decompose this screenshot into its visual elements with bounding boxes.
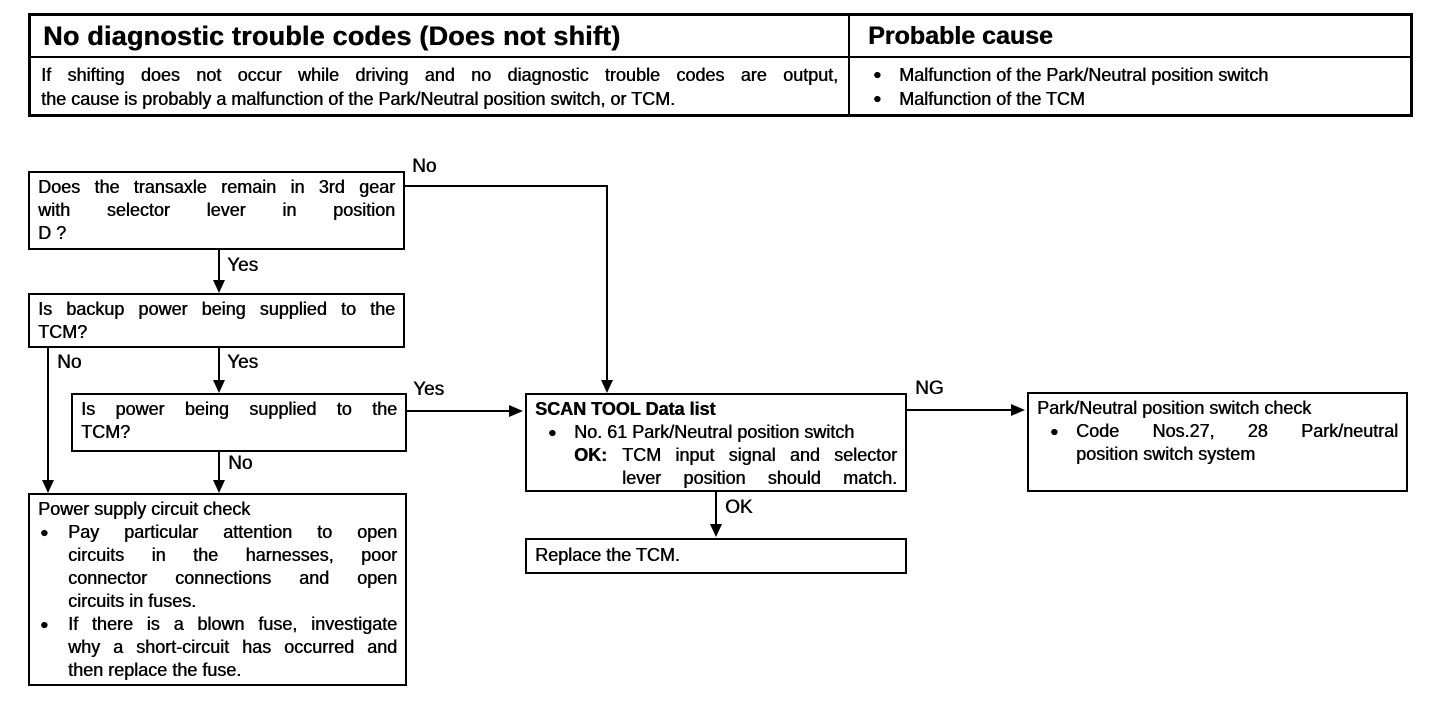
symptom-title: No diagnostic trouble codes (Does not sh… [31, 16, 850, 58]
connector-no2 [47, 348, 49, 483]
branch-label-no: No [57, 352, 82, 373]
arrowhead-down-icon [42, 480, 54, 493]
bullet-icon: ● [1050, 423, 1059, 439]
description-line: If shifting does not occur while driving… [41, 65, 838, 85]
bullet-icon: ● [873, 90, 882, 106]
decision-text-line: Does the transaxle remain in 3rd gear [38, 177, 395, 197]
action-bullet-item: ● No. 61 Park/Neutral position switch [535, 421, 897, 444]
arrowhead-right-icon [509, 405, 523, 417]
arrowhead-right-icon [1011, 404, 1025, 416]
decision-text-line: Is backup power being supplied to the [38, 299, 395, 319]
action-box-title: Power supply circuit check [38, 499, 251, 519]
action-bullet-item: ● Code Nos.27, 28 Park/neutral position … [1037, 420, 1398, 466]
branch-label-ng: NG [915, 378, 944, 399]
bullet-icon: ● [40, 524, 49, 540]
connector-no3 [218, 452, 220, 483]
decision-backup-power: Is backup power being supplied to the TC… [28, 293, 405, 348]
action-bullet-item: ● Pay particular attention to open circu… [38, 521, 397, 613]
decision-text-line: with selector lever in position [38, 200, 395, 220]
branch-label-yes: Yes [227, 255, 258, 276]
ok-condition-text: TCM input signal and selector lever posi… [622, 445, 897, 488]
arrowhead-down-icon [213, 480, 225, 493]
bullet-icon: ● [873, 66, 882, 82]
action-pn-switch-check: Park/Neutral position switch check ● Cod… [1027, 392, 1408, 492]
action-bullet-item: ● If there is a blown fuse, investigate … [38, 613, 397, 682]
bullet-icon: ● [40, 616, 49, 632]
action-box-title: Park/Neutral position switch check [1037, 398, 1312, 418]
bullet-icon: ● [548, 424, 557, 440]
connector-ok [715, 492, 717, 526]
action-replace-tcm: Replace the TCM. [525, 538, 907, 574]
decision-text-line: TCM? [81, 422, 130, 442]
probable-cause-item: ● Malfunction of the Park/Neutral positi… [860, 63, 1400, 87]
arrowhead-down-icon [213, 380, 225, 393]
action-bullet-text: If there is a blown fuse, investigate wh… [68, 614, 397, 680]
action-box-title: Replace the TCM. [535, 545, 680, 565]
ok-condition: OK: TCM input signal and selector lever … [574, 444, 897, 490]
probable-cause-text: Malfunction of the Park/Neutral position… [899, 65, 1269, 85]
action-bullet-text: No. 61 Park/Neutral position switch [574, 422, 855, 442]
action-bullet-text: Code Nos.27, 28 Park/neutral position sw… [1076, 421, 1398, 464]
branch-label-yes: Yes [413, 379, 444, 400]
decision-text-line: Is power being supplied to the [81, 399, 397, 419]
arrowhead-down-icon [710, 524, 722, 537]
decision-text-line: D ? [38, 223, 67, 243]
decision-text-line: TCM? [38, 322, 87, 342]
header-table: No diagnostic trouble codes (Does not sh… [28, 13, 1413, 117]
connector-no1-horizontal [405, 185, 608, 187]
description-line: the cause is probably a malfunction of t… [41, 89, 675, 109]
connector-yes3 [405, 410, 510, 412]
symptom-title-text: No diagnostic trouble codes (Does not sh… [43, 20, 621, 51]
action-box-title: SCAN TOOL Data list [535, 399, 716, 419]
probable-cause-title: Probable cause [850, 16, 1410, 58]
connector-yes1 [218, 250, 220, 283]
probable-cause-title-text: Probable cause [868, 21, 1053, 50]
connector-no1-vertical [606, 185, 608, 382]
connector-ng [907, 409, 1012, 411]
probable-cause-text: Malfunction of the TCM [899, 89, 1085, 109]
symptom-description: If shifting does not occur while driving… [31, 58, 850, 114]
branch-label-ok: OK [725, 497, 753, 518]
arrowhead-down-icon [213, 280, 225, 293]
branch-label-no: No [228, 453, 253, 474]
action-power-supply-circuit-check: Power supply circuit check ● Pay particu… [28, 493, 407, 686]
branch-label-no: No [412, 156, 437, 177]
branch-label-yes: Yes [227, 352, 258, 373]
action-bullet-text: Pay particular attention to open circuit… [68, 522, 397, 611]
connector-yes2 [218, 348, 220, 383]
action-scan-tool-data-list: SCAN TOOL Data list ● No. 61 Park/Neutra… [525, 393, 907, 492]
decision-transaxle-3rd-gear: Does the transaxle remain in 3rd gear wi… [28, 171, 405, 250]
decision-power-supplied: Is power being supplied to the TCM? [71, 393, 407, 452]
probable-cause-list: ● Malfunction of the Park/Neutral positi… [850, 58, 1410, 114]
ok-condition-label: OK: [574, 445, 607, 465]
probable-cause-item: ● Malfunction of the TCM [860, 87, 1400, 111]
arrowhead-down-icon [601, 380, 613, 393]
